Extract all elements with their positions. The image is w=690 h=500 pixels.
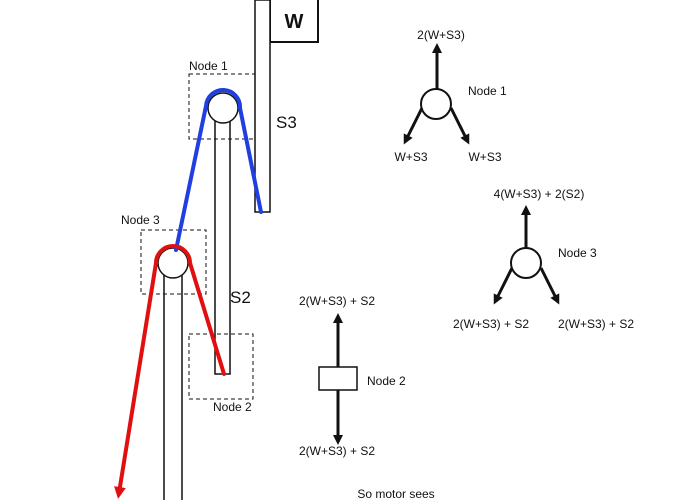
red-rope bbox=[114, 244, 226, 499]
s2-label: S2 bbox=[230, 288, 251, 307]
fbd-node1-left-arrow bbox=[403, 107, 424, 145]
fbd-node2-label: Node 2 bbox=[367, 374, 406, 388]
fbd-node3-right-arrow bbox=[539, 267, 560, 305]
pulley-3 bbox=[157, 247, 189, 279]
node2-box-label: Node 2 bbox=[213, 400, 252, 414]
node1-box bbox=[188, 73, 256, 140]
fbd-node2-up-label: 2(W+S3) + S2 bbox=[299, 294, 375, 308]
fbd-node3-left-label: 2(W+S3) + S2 bbox=[453, 317, 529, 331]
node3-box-label: Node 3 bbox=[121, 213, 160, 227]
fbd-node2-down-label: 2(W+S3) + S2 bbox=[299, 444, 375, 458]
blue-rope bbox=[174, 88, 263, 252]
fbd-node1-label: Node 1 bbox=[468, 84, 507, 98]
node2-box bbox=[188, 333, 254, 400]
fbd-node3-pulley bbox=[510, 247, 542, 279]
fbd-node1: 2(W+S3) Node 1 W+S3 W+S3 bbox=[394, 28, 507, 164]
fbd-node2: 2(W+S3) + S2 Node 2 2(W+S3) + S2 bbox=[299, 294, 406, 458]
fbd-node3-left-arrow bbox=[493, 267, 514, 305]
pulley-1 bbox=[207, 92, 239, 124]
weight-label: W bbox=[285, 11, 304, 33]
s2-strap bbox=[214, 111, 231, 375]
fbd-node1-right-arrow bbox=[449, 107, 470, 145]
footer-text: So motor sees bbox=[357, 487, 434, 500]
fbd-node1-up-label: 2(W+S3) bbox=[417, 28, 465, 42]
node3-box bbox=[140, 229, 207, 295]
s3-strap bbox=[254, 0, 271, 213]
fbd-node1-left-label: W+S3 bbox=[394, 150, 427, 164]
fbd-node1-pulley bbox=[420, 88, 452, 120]
fbd-node3: 4(W+S3) + 2(S2) Node 3 2(W+S3) + S2 2(W+… bbox=[453, 187, 634, 331]
s3-label: S3 bbox=[276, 113, 297, 132]
node1-box-label: Node 1 bbox=[189, 59, 228, 73]
fbd-node3-right-label: 2(W+S3) + S2 bbox=[558, 317, 634, 331]
fbd-node2-block bbox=[318, 366, 358, 391]
fbd-node3-label: Node 3 bbox=[558, 246, 597, 260]
fbd-node3-up-label: 4(W+S3) + 2(S2) bbox=[494, 187, 585, 201]
lower-strap bbox=[163, 267, 183, 500]
fbd-node1-right-label: W+S3 bbox=[468, 150, 501, 164]
